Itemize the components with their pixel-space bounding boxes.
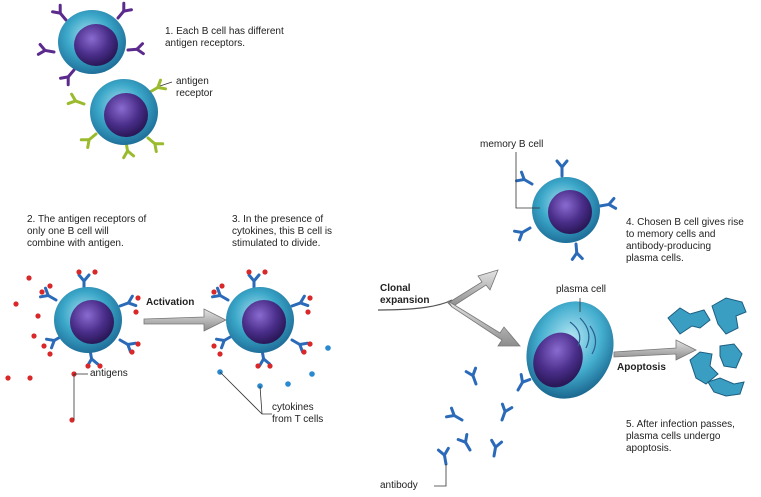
step-4-text: 4. Chosen B cell gives rise to memory ce… — [626, 217, 744, 264]
clonal-arrow-down — [447, 300, 521, 347]
memory-b-cell — [513, 159, 618, 261]
cytokines-leader — [219, 371, 272, 415]
b-cell-green-receptors — [66, 78, 167, 160]
antibody-label: antibody — [380, 480, 418, 491]
clonal-expansion-label: Clonal expansion — [380, 283, 430, 306]
cytokines-leader-2 — [259, 385, 263, 415]
antigens-label: antigens — [90, 368, 128, 379]
step-1-text: 1. Each B cell has different antigen rec… — [165, 26, 284, 49]
step-5-text: 5. After infection passes, plasma cells … — [626, 419, 735, 454]
apoptosis-label: Apoptosis — [617, 362, 666, 373]
bound-antigens — [39, 269, 141, 369]
apoptotic-fragments — [667, 297, 747, 397]
memory-b-cell-label: memory B cell — [480, 139, 544, 150]
antibodies — [436, 366, 532, 467]
activation-arrow — [143, 308, 227, 332]
clonal-arrow-up — [447, 269, 499, 308]
antibody-leader — [434, 464, 447, 487]
step-2-text: 2. The antigen receptors of only one B c… — [27, 214, 147, 249]
plasma-cell-label: plasma cell — [556, 284, 607, 295]
memory-cell-leader — [515, 152, 540, 209]
step-3-text: 3. In the presence of cytokines, this B … — [232, 214, 333, 249]
dividing-b-cell — [211, 273, 310, 368]
cytokines — [217, 345, 331, 389]
plasma-cell — [526, 301, 614, 399]
antigen-receptor-leader — [159, 81, 173, 87]
activation-label: Activation — [146, 297, 195, 308]
antigen-receptor-label: antigen receptor — [176, 76, 213, 99]
b-cell-purple-receptors — [36, 1, 145, 87]
cell4-bound-antigens — [211, 269, 313, 369]
cytokines-label: cytokines from T cells — [272, 402, 324, 425]
activated-b-cell — [39, 273, 138, 368]
apoptosis-arrow — [613, 339, 697, 361]
